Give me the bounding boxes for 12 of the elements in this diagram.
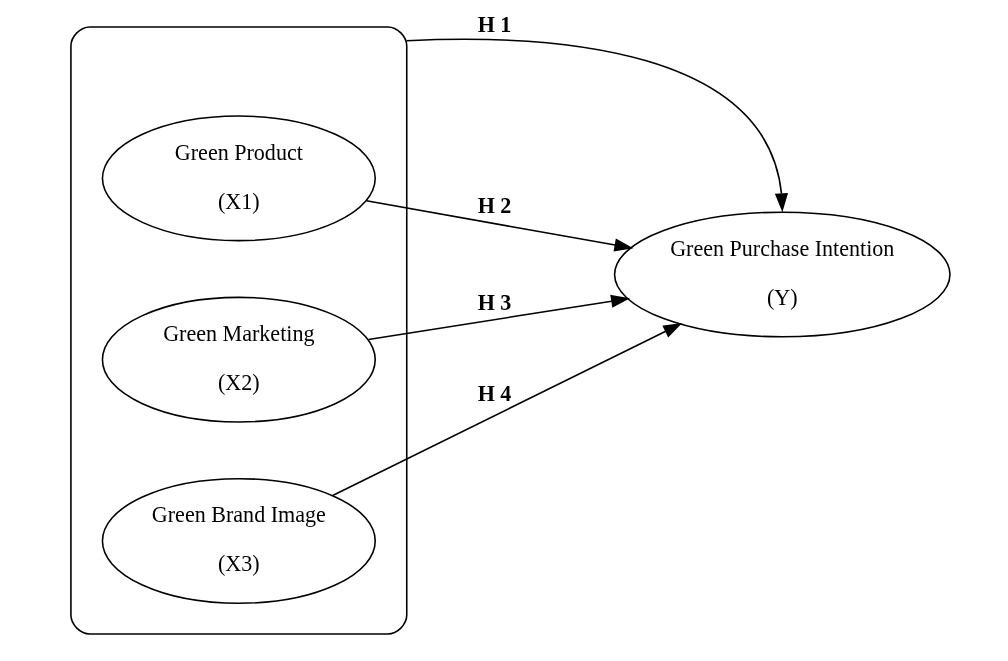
edge-label: H 4 (477, 380, 512, 406)
arrow (367, 294, 630, 341)
node-ellipse: Green Marketing (X2) (101, 296, 376, 423)
arrow (365, 200, 634, 252)
node-ellipse: Green Product (X1) (101, 115, 376, 242)
edge-label: H 3 (477, 289, 512, 315)
cluster (70, 26, 408, 635)
arrow (405, 38, 789, 213)
edge-label: H 2 (477, 193, 512, 219)
node-ellipse: Green Brand Image (X3) (101, 477, 376, 605)
edge-label: H 1 (477, 12, 512, 38)
arrow (331, 323, 683, 497)
